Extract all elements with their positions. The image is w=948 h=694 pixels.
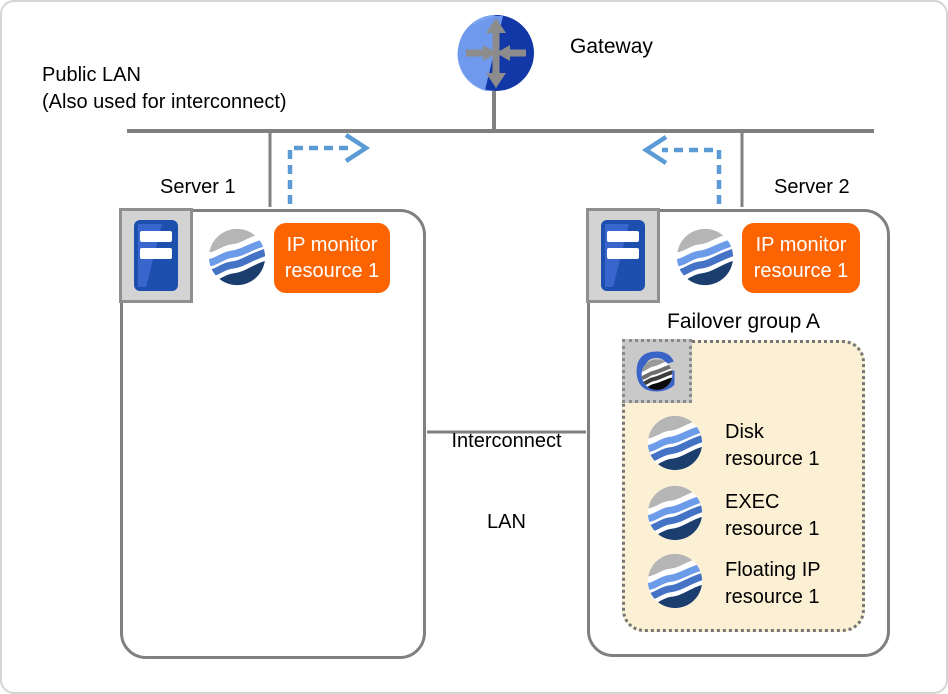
gateway-router-icon <box>457 15 534 91</box>
disk-resource-icon <box>647 415 703 471</box>
gateway-arrows <box>466 18 526 88</box>
public-lan-label: Public LAN (Also used for interconnect) <box>42 62 287 116</box>
server2-monitor-arrow <box>641 135 722 204</box>
floating-ip-resource-label: Floating IP resource 1 <box>725 557 821 611</box>
exec-resource-line2: resource 1 <box>725 518 820 540</box>
server1-icon <box>119 208 193 303</box>
floating-ip-resource-line1: Floating IP <box>725 559 821 581</box>
server2-icon <box>586 208 660 303</box>
interconnect-lan-label: Interconnect LAN <box>426 374 587 590</box>
server2-monitor-line1: IP monitor <box>755 234 847 256</box>
server2-monitor-line2: resource 1 <box>753 260 849 282</box>
disk-resource-line1: Disk <box>725 421 764 443</box>
interconnect-line2: LAN <box>487 511 526 533</box>
server2-monitor-badge: IP monitor resource 1 <box>742 223 860 293</box>
gateway-label: Gateway <box>570 35 653 58</box>
server2-label: Server 2 <box>774 176 850 198</box>
server2-monitor-resource-icon <box>676 228 734 286</box>
server1-monitor-line2: resource 1 <box>284 260 380 282</box>
disk-resource-line2: resource 1 <box>725 448 820 470</box>
server1-monitor-line1: IP monitor <box>286 234 378 256</box>
exec-resource-icon <box>647 485 703 541</box>
failover-group-label: Failover group A <box>667 310 820 333</box>
disk-resource-label: Disk resource 1 <box>725 419 820 473</box>
exec-resource-label: EXEC resource 1 <box>725 489 820 543</box>
public-lan-line2: (Also used for interconnect) <box>42 91 287 113</box>
server1-label: Server 1 <box>160 176 236 198</box>
public-lan-line1: Public LAN <box>42 64 141 86</box>
floating-ip-resource-icon <box>647 553 703 609</box>
server1-monitor-arrow <box>287 133 371 204</box>
interconnect-line1: Interconnect <box>451 430 562 452</box>
floating-ip-resource-line2: resource 1 <box>725 586 820 608</box>
failover-group-icon: G <box>634 342 678 400</box>
server1-monitor-resource-icon <box>208 228 266 286</box>
server1-monitor-badge: IP monitor resource 1 <box>274 223 390 293</box>
exec-resource-line1: EXEC <box>725 491 780 513</box>
failover-group-icon-square: G <box>622 339 692 403</box>
